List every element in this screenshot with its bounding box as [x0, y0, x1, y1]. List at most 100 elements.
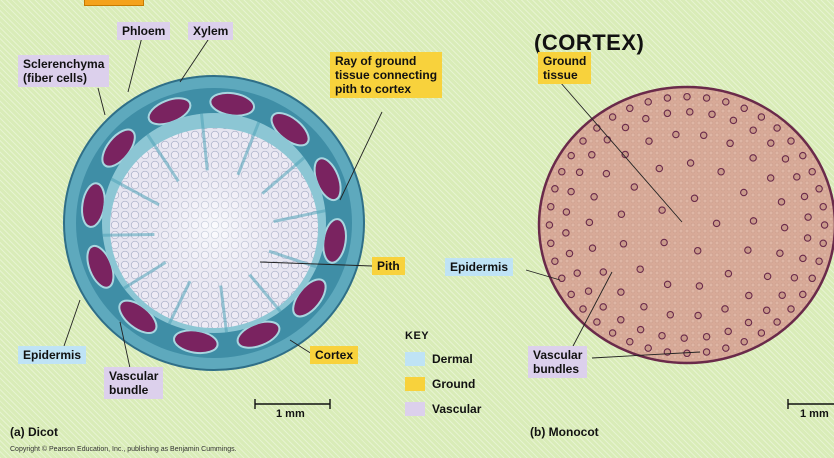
vascular-bundle-dot [641, 304, 647, 310]
vascular-bundle-dot [620, 241, 626, 247]
vascular-bundle-dot [687, 160, 693, 166]
label-ground-tissue: Ground tissue [538, 52, 591, 84]
vascular-bundle-dot [725, 328, 731, 334]
vascular-bundle-dot [589, 245, 595, 251]
monocot-stem [539, 87, 834, 363]
vascular-bundle-dot [600, 269, 606, 275]
vascular-bundle-dot [646, 138, 652, 144]
vascular-bundle-dot [563, 209, 569, 215]
vascular-bundle-dot [559, 275, 565, 281]
vascular-bundle-dot [703, 349, 709, 355]
vascular-bundle-dot [779, 292, 785, 298]
label-vascular-bundle: Vascular bundle [104, 367, 163, 399]
vascular-bundle-dot [576, 169, 582, 175]
vascular-bundle-dot [703, 334, 709, 340]
vascular-bundle-dot [741, 339, 747, 345]
label-phloem: Phloem [117, 22, 170, 40]
vascular-bundle-dot [681, 335, 687, 341]
panel-title-dicot: (a) Dicot [10, 425, 58, 439]
vascular-bundle-dot [791, 275, 797, 281]
scale-bars [255, 399, 834, 409]
dicot-stem [64, 76, 364, 370]
vascular-bundle-dot [722, 306, 728, 312]
key-swatch-ground [405, 377, 425, 391]
vascular-bundle-dot [758, 114, 764, 120]
vascular-bundle-dot [618, 289, 624, 295]
vascular-bundle-dot [568, 291, 574, 297]
vascular-bundle-dot [585, 288, 591, 294]
vascular-bundle-dot [548, 204, 554, 210]
monocot-ground-tissue [539, 87, 834, 363]
vascular-bundle-dot [637, 326, 643, 332]
panel-title-monocot: (b) Monocot [530, 425, 599, 439]
vascular-bundle-dot [684, 94, 690, 100]
vascular-bundle-dot [684, 350, 690, 356]
vascular-bundle-dot [821, 222, 827, 228]
vascular-bundle-dot [781, 224, 787, 230]
key-label-vascular: Vascular [432, 402, 481, 416]
vascular-bundle-dot [801, 193, 807, 199]
vascular-bundle-dot [800, 255, 806, 261]
vascular-bundle-dot [695, 312, 701, 318]
scale-label-dicot: 1 mm [276, 408, 305, 420]
vascular-bundle-dot [609, 114, 615, 120]
vascular-bundle-dot [643, 115, 649, 121]
vascular-bundle-dot [764, 273, 770, 279]
vascular-bundle-dot [764, 307, 770, 313]
vascular-bundle-dot [589, 152, 595, 158]
vascular-bundle-dot [794, 174, 800, 180]
label-pith: Pith [372, 257, 405, 275]
vascular-bundle-dot [664, 95, 670, 101]
vascular-bundle-dot [746, 292, 752, 298]
copyright-text: Copyright © Pearson Education, Inc., pub… [10, 446, 237, 453]
vascular-bundle-dot [691, 195, 697, 201]
vascular-bundle-dot [768, 175, 774, 181]
vascular-bundle-dot [723, 99, 729, 105]
vascular-bundle-dot [820, 240, 826, 246]
key-title: KEY [405, 330, 429, 342]
label-vascular-bundles: Vascular bundles [528, 346, 587, 378]
label-cortex: Cortex [310, 346, 358, 364]
vascular-bundle-dot [568, 188, 574, 194]
vascular-bundle-dot [741, 105, 747, 111]
vascular-bundle-dot [725, 270, 731, 276]
vascular-bundle-dot [627, 339, 633, 345]
vascular-bundle-dot [568, 152, 574, 158]
vascular-bundle-dot [723, 345, 729, 351]
scale-label-monocot: 1 mm [800, 408, 829, 420]
vascular-bundle-dot [816, 258, 822, 264]
vascular-bundle-dot [750, 155, 756, 161]
vascular-bundle-dot [701, 132, 707, 138]
vascular-bundle-dot [637, 266, 643, 272]
vascular-bundle-dot [816, 186, 822, 192]
vascular-bundle-dot [586, 219, 592, 225]
vascular-bundle-dot [559, 169, 565, 175]
vascular-bundle-dot [591, 194, 597, 200]
label-ray: Ray of ground tissue connecting pith to … [330, 52, 442, 98]
vascular-bundle-dot [566, 250, 572, 256]
vascular-bundle-dot [600, 304, 606, 310]
vascular-bundle-dot [777, 250, 783, 256]
vascular-bundle-dot [659, 207, 665, 213]
pith-ray [103, 235, 155, 236]
vascular-bundle-dot [782, 156, 788, 162]
vascular-bundle-dot [696, 283, 702, 289]
vascular-bundle-dot [603, 170, 609, 176]
vascular-bundle-dot [563, 230, 569, 236]
vascular-bundle-dot [664, 110, 670, 116]
vascular-bundle-dot [594, 319, 600, 325]
vascular-bundle-dot [805, 214, 811, 220]
vascular-bundle-dot [788, 138, 794, 144]
key-label-ground: Ground [432, 377, 475, 391]
vascular-bundle-dot [778, 199, 784, 205]
vascular-bundle-dot [673, 131, 679, 137]
vascular-bundle-dot [552, 258, 558, 264]
label-epidermis-monocot: Epidermis [445, 258, 513, 276]
vascular-bundle-dot [758, 330, 764, 336]
vascular-bundle-dot [774, 319, 780, 325]
vascular-bundle-dot [788, 306, 794, 312]
vascular-bundle-dot [709, 111, 715, 117]
vascular-bundle-dot [627, 105, 633, 111]
vascular-bundle-dot [695, 248, 701, 254]
vascular-bundle-dot [546, 222, 552, 228]
